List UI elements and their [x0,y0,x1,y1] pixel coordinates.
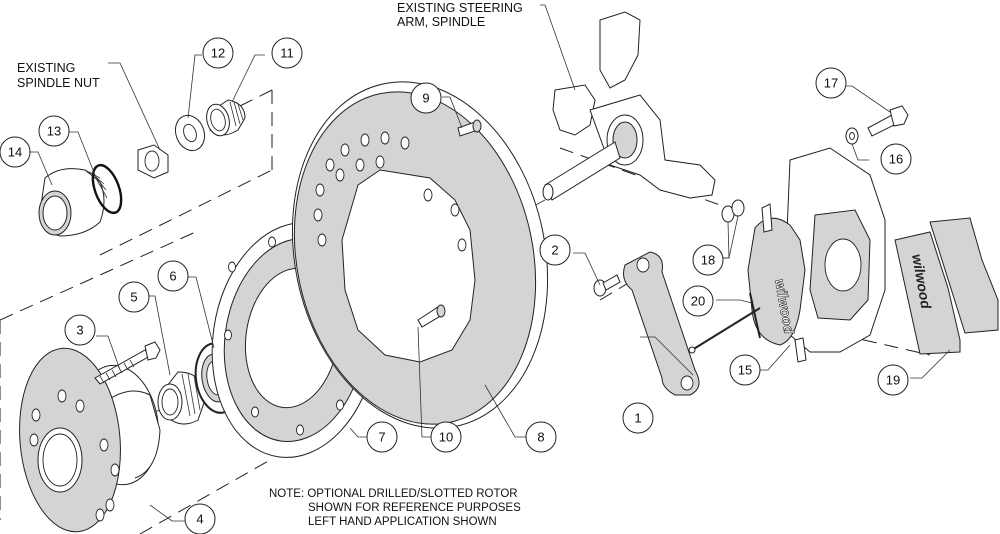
svg-text:15: 15 [738,363,752,378]
svg-text:12: 12 [211,46,225,61]
svg-text:13: 13 [47,124,61,139]
callout-12: 12 [202,37,234,69]
callout-8: 8 [525,421,557,453]
spindle-nut [137,144,169,179]
caliper: wilwood [747,147,886,363]
note-line-1: NOTE: OPTIONAL DRILLED/SLOTTED ROTOR [269,488,518,500]
callout-11: 11 [271,37,303,69]
svg-text:7: 7 [378,430,385,445]
bracket-bolt [593,274,621,297]
svg-text:5: 5 [130,290,137,305]
callout-6: 6 [157,260,189,292]
leader-lines [30,4,951,522]
svg-text:16: 16 [889,152,903,167]
svg-text:9: 9 [422,91,429,106]
callout-1: 1 [622,402,654,434]
svg-text:11: 11 [280,46,294,61]
callout-19: 19 [877,364,909,396]
caliper-bracket [623,251,700,396]
spindle-steering-arm [542,11,716,201]
rotor [291,81,549,429]
note-line-3: LEFT HAND APPLICATION SHOWN [308,516,497,528]
label-existing-steering-arm-line2: ARM, SPINDLE [397,15,485,29]
brake-pads: wilwood [894,217,999,355]
callout-17: 17 [815,67,847,99]
svg-text:4: 4 [196,512,203,527]
svg-text:17: 17 [824,76,838,91]
callout-2: 2 [539,234,571,266]
callout-13: 13 [38,115,70,147]
callout-4: 4 [184,503,216,534]
inner-bearing [157,371,206,425]
svg-text:8: 8 [537,430,544,445]
label-existing-steering-arm-line1: EXISTING STEERING [397,1,523,15]
shims [721,199,745,223]
caliper-bolt [867,105,909,137]
callout-15: 15 [729,354,761,386]
svg-text:10: 10 [439,430,453,445]
svg-text:19: 19 [886,373,900,388]
svg-text:18: 18 [701,253,715,268]
dust-cap [38,168,108,237]
lug-stud [94,341,161,385]
callout-20: 20 [682,285,714,317]
note-line-2: SHOWN FOR REFERENCE PURPOSES [308,502,521,514]
hub [19,347,161,533]
svg-text:2: 2 [551,243,558,258]
callout-18: 18 [692,244,724,276]
callout-10: 10 [430,421,462,453]
svg-text:14: 14 [8,145,22,160]
label-existing-spindle-nut-line1: EXISTING [17,61,75,75]
rotor-bolt [457,119,482,137]
svg-text:20: 20 [691,294,705,309]
callout-7: 7 [366,421,398,453]
outer-bearing [206,99,246,137]
svg-text:6: 6 [169,269,176,284]
o-ring [91,163,123,215]
callout-3: 3 [64,314,96,346]
svg-text:3: 3 [76,323,83,338]
callout-9: 9 [410,82,442,114]
svg-text:1: 1 [634,411,641,426]
callout-16: 16 [880,143,912,175]
washer [174,114,206,152]
cotter-pin [688,292,761,354]
callout-14: 14 [0,136,31,168]
callout-5: 5 [118,281,150,313]
hat-bolt [417,304,446,328]
caliper-washer [845,127,859,145]
rotor-drill-holes [313,131,467,252]
label-existing-spindle-nut-line2: SPINDLE NUT [17,76,100,90]
